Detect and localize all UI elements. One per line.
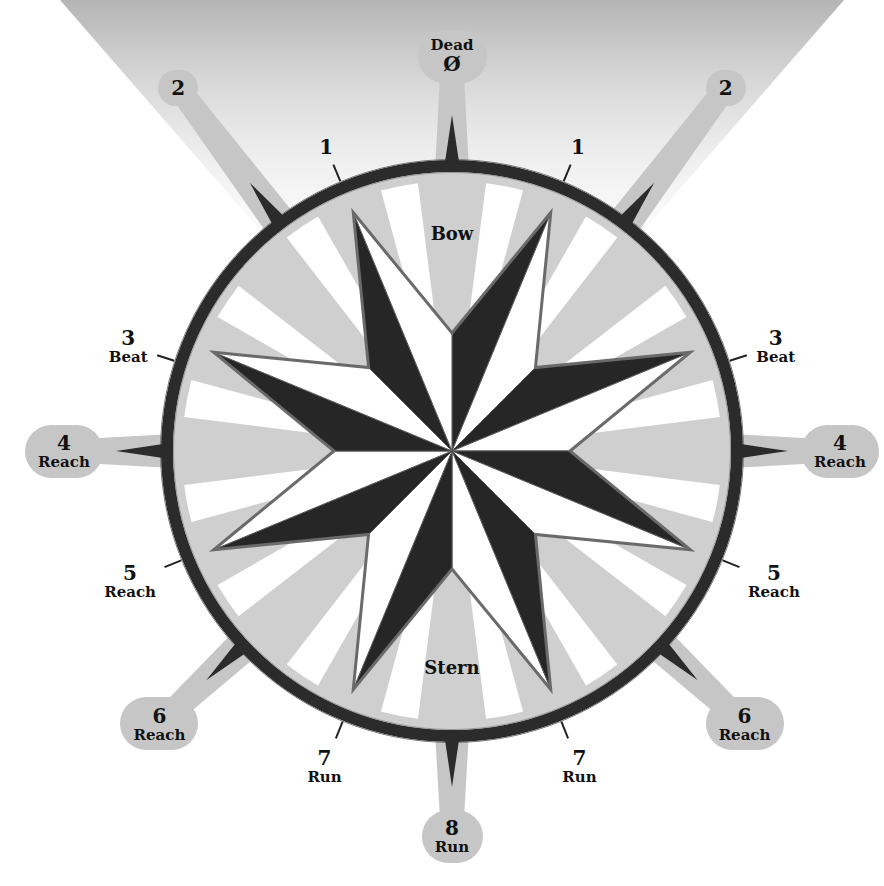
point-number: 2	[719, 77, 733, 99]
handle-knob	[706, 70, 746, 106]
handle-knob	[418, 30, 487, 83]
point-name: Run	[435, 839, 469, 856]
ring-tick	[730, 355, 747, 361]
spoke-spike	[116, 444, 163, 458]
point-number: 6	[152, 705, 166, 727]
point-label: 1	[319, 136, 333, 158]
point-number: 7	[572, 747, 586, 769]
spoke-stem	[169, 81, 297, 238]
point-name: Bow	[431, 224, 474, 244]
point-label: 7Run	[562, 747, 596, 786]
point-number: 3	[769, 327, 783, 349]
point-number: 3	[121, 327, 135, 349]
ring-tick	[165, 560, 182, 567]
point-label: Stern	[424, 658, 479, 678]
spoke-stems	[64, 56, 840, 836]
spoke-handle: 8Run	[422, 810, 483, 863]
point-name: Reach	[748, 584, 800, 601]
spoke-spike	[206, 643, 245, 680]
spoke-handle: 6Reach	[120, 697, 198, 750]
spoke-handle: 4Reach	[801, 425, 879, 478]
point-name: Run	[562, 769, 596, 786]
point-label: Bow	[431, 224, 474, 244]
handle-knob	[25, 425, 103, 478]
point-number: 2	[171, 77, 185, 99]
star-light-face	[452, 352, 690, 451]
point-name: Reach	[814, 454, 866, 471]
star-dark-face	[452, 451, 551, 689]
star-dark-face	[353, 213, 452, 451]
star-dark-face	[214, 451, 452, 550]
point-number: Ø	[443, 53, 460, 75]
point-name: Reach	[38, 454, 90, 471]
handle-knob	[158, 70, 198, 106]
ring-tick	[333, 165, 340, 182]
point-number: 4	[833, 432, 847, 454]
ring-tick	[336, 722, 343, 739]
point-label: 3Beat	[109, 327, 148, 366]
spoke-spike	[250, 183, 284, 225]
spoke-handle: 6Reach	[706, 697, 784, 750]
star-dark-face	[452, 352, 690, 451]
spoke-spike	[741, 444, 788, 458]
spoke-spike	[659, 643, 698, 680]
ring-edge	[174, 173, 731, 730]
handle-knob	[422, 810, 483, 863]
ring-tick	[157, 355, 174, 361]
ring-edge	[161, 160, 744, 743]
point-name: Stern	[424, 658, 479, 678]
spoke-spike	[445, 115, 459, 162]
point-name: Beat	[109, 349, 148, 366]
handle-knob	[120, 697, 198, 750]
point-name: Reach	[719, 727, 771, 744]
spoke-handle: 2	[158, 70, 198, 106]
spoke-spike	[620, 183, 654, 225]
point-number: 1	[571, 136, 585, 158]
point-label: 7Run	[307, 747, 341, 786]
point-number: 5	[123, 562, 137, 584]
star-light-face	[452, 451, 551, 689]
point-name: Reach	[134, 727, 186, 744]
spoke-handle: 4Reach	[25, 425, 103, 478]
wheel-ring	[167, 166, 737, 736]
point-number: 5	[767, 562, 781, 584]
spoke-spikes	[116, 115, 788, 787]
handle-knob	[706, 697, 784, 750]
point-label: 5Reach	[104, 562, 156, 601]
point-name: Reach	[104, 584, 156, 601]
spoke-spike	[445, 740, 459, 787]
spoke-handle: 2	[706, 70, 746, 106]
ring-tick	[561, 722, 568, 739]
ring-ticks	[157, 165, 747, 739]
wheel-wedges	[184, 183, 720, 719]
ring-tick	[564, 165, 571, 182]
point-label: 1	[571, 136, 585, 158]
spoke-stem	[607, 81, 735, 238]
handle-knob	[801, 425, 879, 478]
wheel-disk	[172, 171, 732, 731]
star-outline	[214, 213, 691, 690]
compass-star	[214, 213, 691, 690]
point-name: Dead	[431, 37, 474, 54]
point-number: 8	[445, 817, 459, 839]
point-number: 4	[57, 432, 71, 454]
point-number: 7	[318, 747, 332, 769]
spoke-handle: DeadØ	[418, 30, 487, 83]
star-light-face	[214, 451, 452, 550]
point-label: 5Reach	[748, 562, 800, 601]
ring-tick	[723, 560, 740, 567]
point-label: 3Beat	[756, 327, 795, 366]
point-number: 1	[319, 136, 333, 158]
point-name: Run	[307, 769, 341, 786]
point-number: 6	[738, 705, 752, 727]
point-name: Beat	[756, 349, 795, 366]
star-light-face	[353, 213, 452, 451]
